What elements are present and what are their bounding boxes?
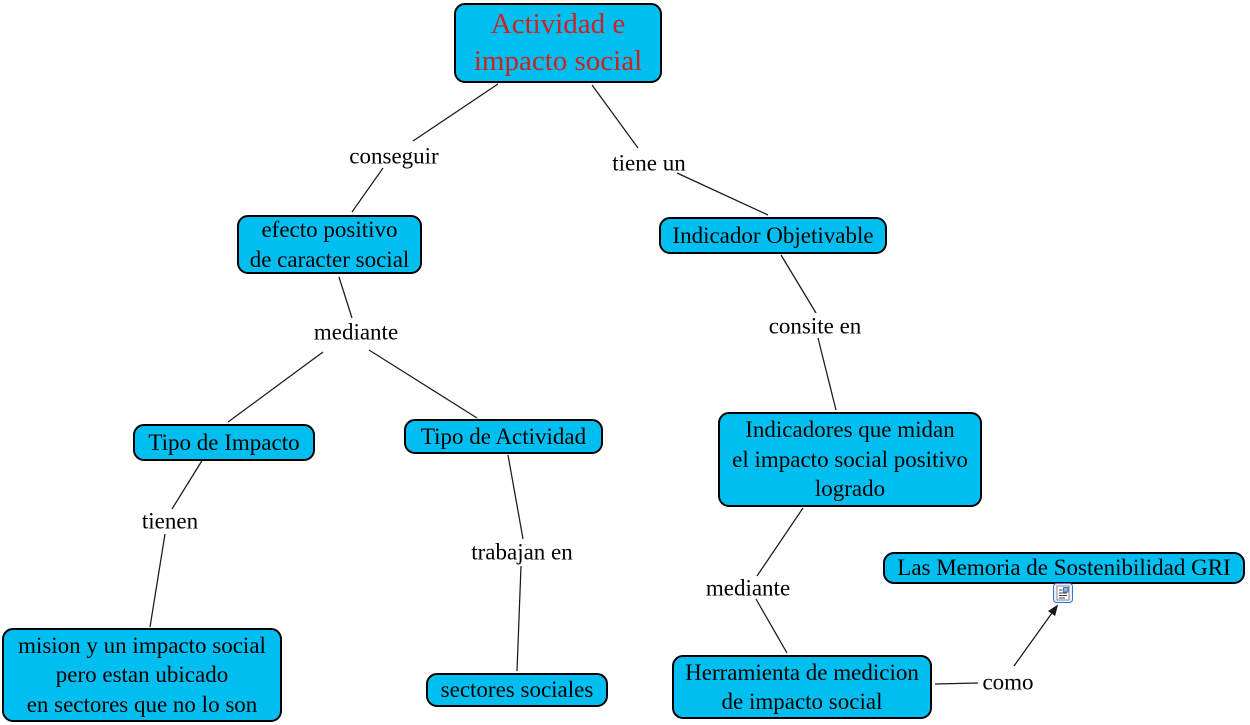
link-label-tiene-un[interactable]: tiene un xyxy=(612,150,686,176)
concept-node-tipo-de-impacto[interactable]: Tipo de Impacto xyxy=(133,424,315,461)
connector-line xyxy=(780,254,817,314)
connector-line xyxy=(227,351,324,423)
link-label-conseguir[interactable]: conseguir xyxy=(349,143,439,169)
concept-node-indicador-objetivable[interactable]: Indicador Objetivable xyxy=(659,217,887,254)
connector-line xyxy=(368,349,478,419)
link-label-trabajan-en[interactable]: trabajan en xyxy=(471,539,573,565)
concept-node-herramienta-medicion[interactable]: Herramienta de medicion de impacto socia… xyxy=(672,655,932,719)
concept-node-tipo-de-actividad[interactable]: Tipo de Actividad xyxy=(404,419,603,454)
connector-line xyxy=(149,533,166,628)
concept-node-mision-impacto-social[interactable]: mision y un impacto social pero estan ub… xyxy=(2,628,282,722)
connector-line xyxy=(338,276,353,319)
connector-line xyxy=(817,337,837,411)
connector-line xyxy=(412,83,499,142)
link-label-mediante-right[interactable]: mediante xyxy=(705,575,791,601)
connector-line xyxy=(351,167,384,213)
document-resource-icon xyxy=(1053,583,1073,603)
connector-line xyxy=(507,454,524,540)
connector-line xyxy=(676,172,769,216)
concept-node-actividad-impacto-social[interactable]: Actividad e impacto social xyxy=(454,3,662,83)
connector-line xyxy=(591,84,639,149)
connector-line xyxy=(934,682,979,685)
link-label-como[interactable]: como xyxy=(982,669,1034,695)
connector-line xyxy=(516,565,522,672)
connector-line xyxy=(1013,604,1059,667)
link-label-consite-en[interactable]: consite en xyxy=(768,313,862,339)
connector-line xyxy=(755,598,788,654)
concept-node-indicadores-que-midan[interactable]: Indicadores que midan el impacto social … xyxy=(718,412,982,507)
connector-line xyxy=(171,458,204,510)
link-label-mediante-left[interactable]: mediante xyxy=(313,319,399,345)
connector-line xyxy=(756,507,804,577)
concept-node-memoria-sostenibilidad-gri[interactable]: Las Memoria de Sostenibilidad GRI xyxy=(883,552,1245,584)
concept-node-efecto-positivo[interactable]: efecto positivo de caracter social xyxy=(237,215,422,274)
concept-node-sectores-sociales[interactable]: sectores sociales xyxy=(426,673,608,707)
link-label-tienen[interactable]: tienen xyxy=(141,508,199,534)
gri-resource-icon[interactable] xyxy=(1053,583,1073,603)
